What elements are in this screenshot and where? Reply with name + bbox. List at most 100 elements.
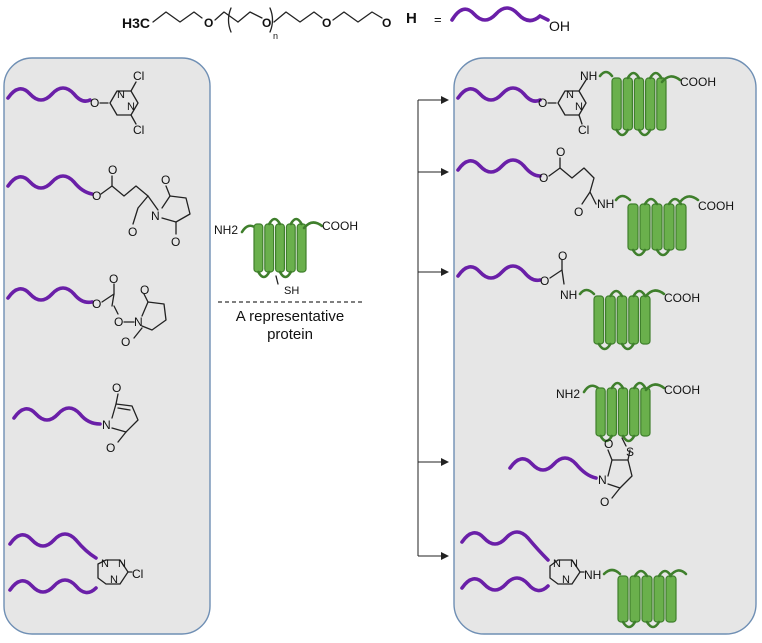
sh-label: SH: [284, 285, 299, 297]
o-label: O: [114, 315, 123, 329]
n-label: N: [102, 418, 111, 432]
mpeg-formula: H3C O O n O O H = OH: [122, 6, 570, 41]
n-label: N: [110, 574, 118, 586]
caption-line2: protein: [267, 326, 313, 343]
helix: [595, 387, 606, 437]
o-label: O: [382, 16, 391, 30]
helix: [656, 77, 667, 131]
helix: [604, 295, 616, 345]
nh-label: NH: [584, 568, 601, 582]
o-label: O: [121, 335, 130, 349]
helix: [628, 387, 640, 437]
n-label: N: [598, 473, 607, 487]
cl-label: Cl: [133, 69, 144, 83]
helix: [264, 223, 275, 273]
o-label: O: [262, 16, 271, 30]
helix-loop: [610, 381, 625, 390]
helix-loop: [632, 289, 647, 298]
cooh-label: COOH: [680, 75, 716, 89]
helix: [275, 223, 286, 273]
helix: [641, 575, 653, 623]
helix-loop: [632, 381, 647, 390]
helix-loop: [621, 620, 637, 629]
helix: [296, 223, 307, 273]
cooh-label: COOH: [664, 291, 700, 305]
o-label: O: [600, 495, 609, 509]
helix: [593, 295, 605, 345]
o-label: O: [171, 235, 180, 249]
helix: [285, 223, 296, 273]
o-label: O: [558, 249, 567, 263]
n-label: N: [570, 558, 578, 570]
o-label: O: [556, 145, 565, 159]
cl-label: Cl: [132, 567, 143, 581]
helix: [606, 387, 618, 437]
n-label: N: [127, 101, 135, 113]
o-label: O: [540, 274, 549, 288]
representative-protein: NH2 COOH SH A representative protein: [214, 217, 362, 343]
helix-loop: [597, 342, 612, 351]
conjugate-peg2-triazine: N N N NH: [460, 530, 688, 629]
oh-label: OH: [549, 18, 570, 34]
o-label: O: [92, 189, 101, 203]
helix-loop: [609, 289, 624, 298]
n-label: N: [566, 89, 574, 101]
helix-loop: [267, 217, 282, 226]
h3c-label: H3C: [122, 15, 150, 31]
n-subscript: n: [273, 31, 278, 41]
n-label: N: [151, 209, 160, 223]
helix-loop: [655, 248, 671, 257]
o-label: O: [322, 16, 331, 30]
cooh-label: COOH: [322, 219, 358, 233]
n-label: N: [562, 574, 570, 586]
cl-label: Cl: [133, 123, 144, 137]
helix: [644, 77, 656, 131]
helix-loop: [257, 270, 271, 279]
helix-loop: [643, 197, 659, 206]
equals-sign: =: [434, 12, 442, 27]
conjugate-triazine: O N N NH Cl COOH: [456, 69, 716, 137]
o-label: O: [128, 225, 137, 239]
helix: [633, 77, 645, 131]
helix-loop: [626, 71, 641, 80]
peg-succinimidyl-carbonate: O O O N O O: [6, 272, 167, 349]
caption-line1: A representative: [236, 308, 344, 325]
helix: [628, 295, 639, 345]
helix: [640, 387, 651, 437]
helix-loop: [645, 620, 661, 629]
helix-loop: [289, 217, 303, 226]
o-label: O: [604, 437, 613, 451]
helix-loop: [648, 71, 663, 80]
n-label: N: [101, 558, 109, 570]
helix: [622, 77, 634, 131]
o-label: O: [538, 96, 547, 110]
n-label: N: [118, 558, 126, 570]
helix: [663, 203, 675, 251]
conjugate-succinate-amide: O O O NH COOH: [456, 145, 734, 257]
helix: [611, 77, 622, 131]
cooh-label: COOH: [664, 383, 700, 397]
left-panel: [3, 57, 211, 635]
helix: [639, 203, 651, 251]
o-label: O: [204, 16, 213, 30]
nh2-label: NH2: [556, 387, 580, 401]
o-label: O: [92, 297, 101, 311]
peg-wave-legend: [450, 6, 550, 23]
helix-loop: [620, 342, 635, 351]
helix: [639, 295, 651, 345]
helix: [617, 387, 629, 437]
nh-label: NH: [560, 288, 577, 302]
helix-loop: [633, 569, 649, 578]
cl-label: Cl: [578, 123, 589, 137]
o-label: O: [539, 171, 548, 185]
o-label: O: [574, 205, 583, 219]
protein-helix-bundle: [253, 217, 307, 279]
nh2-label: NH2: [214, 223, 238, 237]
right-panel: [453, 57, 757, 635]
helix: [651, 203, 663, 251]
conjugate-thioether: NH2 COOH S N O O: [508, 381, 700, 509]
nh-label: NH: [580, 69, 597, 83]
helix: [627, 203, 639, 251]
